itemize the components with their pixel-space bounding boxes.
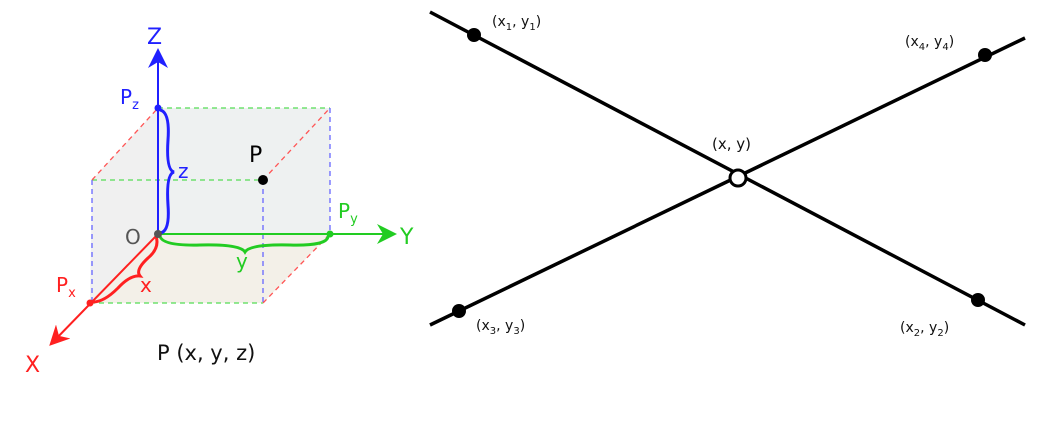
point-4-label: (x4, y4) <box>905 34 954 53</box>
px-dot <box>86 299 94 307</box>
point-3-dot <box>452 304 466 318</box>
x-brace <box>92 235 159 304</box>
caption: P (x, y, z) <box>157 341 255 365</box>
coordinate-3d-diagram: Z Y X O P Pz Py Px z y x P (x, y, z) <box>25 25 414 378</box>
line-1 <box>429 10 1026 327</box>
dashed-box-edges <box>90 107 331 304</box>
y-axis-label: Y <box>399 225 414 250</box>
point-2-dot <box>971 293 985 307</box>
py-label: Py <box>338 199 358 227</box>
x-distance-label: x <box>140 273 152 297</box>
bottom-face <box>90 234 330 303</box>
point-1-dot <box>467 28 481 42</box>
point-3-label: (x3, y3) <box>476 318 525 337</box>
line-intersection-diagram: (x, y) (x1, y1) (x2, y2) (x3, y3) (x4, y… <box>429 10 1026 339</box>
z-distance-label: z <box>178 159 189 183</box>
point-4-dot <box>978 48 992 62</box>
intersection-label: (x, y) <box>712 135 751 153</box>
py-dot <box>326 230 334 238</box>
px-label: Px <box>56 273 76 301</box>
x-axis <box>49 233 159 346</box>
z-brace <box>159 108 175 235</box>
pz-label: Pz <box>120 85 139 113</box>
origin-label: O <box>125 225 141 249</box>
point-2-label: (x2, y2) <box>900 320 949 339</box>
back-face <box>158 108 330 234</box>
line-2 <box>429 36 1026 327</box>
pz-dot <box>154 104 162 112</box>
point-p-dot <box>258 175 268 185</box>
intersection-dot <box>728 168 748 188</box>
left-face <box>90 108 158 303</box>
point-1-label: (x1, y1) <box>492 14 541 33</box>
point-p-label: P <box>249 143 262 168</box>
y-distance-label: y <box>236 249 248 273</box>
z-axis-label: Z <box>147 25 162 50</box>
x-axis-label: X <box>25 353 40 378</box>
origin-dot <box>154 230 162 238</box>
y-brace <box>158 235 330 255</box>
